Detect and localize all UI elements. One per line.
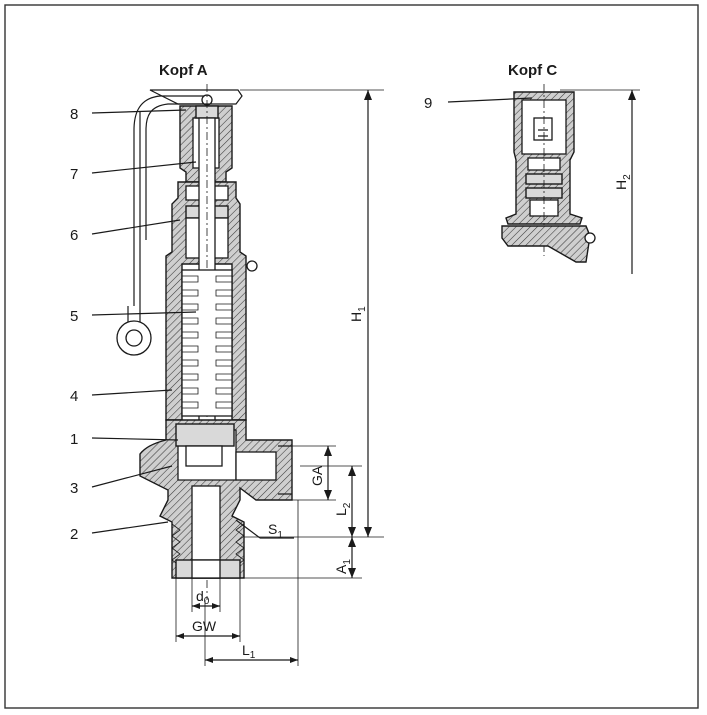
- gw-label: GW: [192, 618, 217, 634]
- h1-subscript: 1: [357, 306, 368, 312]
- l1-label: L: [242, 642, 250, 658]
- dimension-ga: GA: [292, 445, 336, 501]
- s1-label: S: [268, 521, 277, 537]
- l2-subscript: 2: [342, 502, 353, 508]
- s1-subscript: 1: [277, 530, 283, 541]
- svg-text:d0: d0: [196, 588, 210, 607]
- base-head-c: [501, 225, 591, 263]
- dimension-l1: L1: [204, 500, 299, 666]
- l2-label: L: [333, 508, 349, 516]
- ga-label: GA: [309, 465, 325, 486]
- svg-text:H2: H2: [613, 174, 633, 190]
- valve-kopf-a: [116, 84, 293, 600]
- drawing-border: [4, 4, 699, 709]
- svg-text:S1: S1: [268, 521, 283, 541]
- lifting-lever: [133, 95, 208, 306]
- h1-label: H: [348, 312, 364, 322]
- callout-9: 9: [424, 95, 432, 112]
- callout-8: 8: [70, 106, 78, 123]
- dimension-s1: S1: [235, 519, 294, 541]
- a1-subscript: 1: [342, 559, 353, 565]
- svg-text:L1: L1: [242, 642, 256, 661]
- callout-5: 5: [70, 308, 78, 325]
- svg-text:A1: A1: [333, 559, 353, 574]
- h2-subscript: 2: [622, 174, 633, 180]
- lever-ring-hole: [125, 329, 143, 347]
- dimension-h1: H1: [240, 89, 384, 538]
- dimension-gw: GW: [175, 578, 241, 642]
- a1-label: A: [333, 564, 349, 574]
- heading-kopf-a: Kopf A: [159, 62, 208, 79]
- d0-label: d: [196, 588, 204, 604]
- callout-6: 6: [70, 227, 78, 244]
- dimension-l2: L2: [300, 465, 362, 537]
- callout-1: 1: [70, 431, 78, 448]
- d0-subscript: 0: [204, 596, 210, 607]
- callout-leaders: [91, 109, 197, 534]
- dimension-d0: d0: [191, 578, 221, 612]
- heading-kopf-c: Kopf C: [508, 62, 557, 79]
- spring: [181, 269, 233, 417]
- callout-7: 7: [70, 166, 78, 183]
- dimension-a1: A1: [244, 537, 362, 579]
- svg-text:H1: H1: [348, 306, 368, 322]
- svg-text:L2: L2: [333, 502, 353, 516]
- callout-3: 3: [70, 480, 78, 497]
- callout-4: 4: [70, 388, 78, 405]
- valve-kopf-c: [501, 84, 596, 263]
- dimension-h2: H2: [560, 89, 640, 274]
- l1-subscript: 1: [250, 650, 256, 661]
- h2-label: H: [613, 180, 629, 190]
- callout-2: 2: [70, 526, 78, 543]
